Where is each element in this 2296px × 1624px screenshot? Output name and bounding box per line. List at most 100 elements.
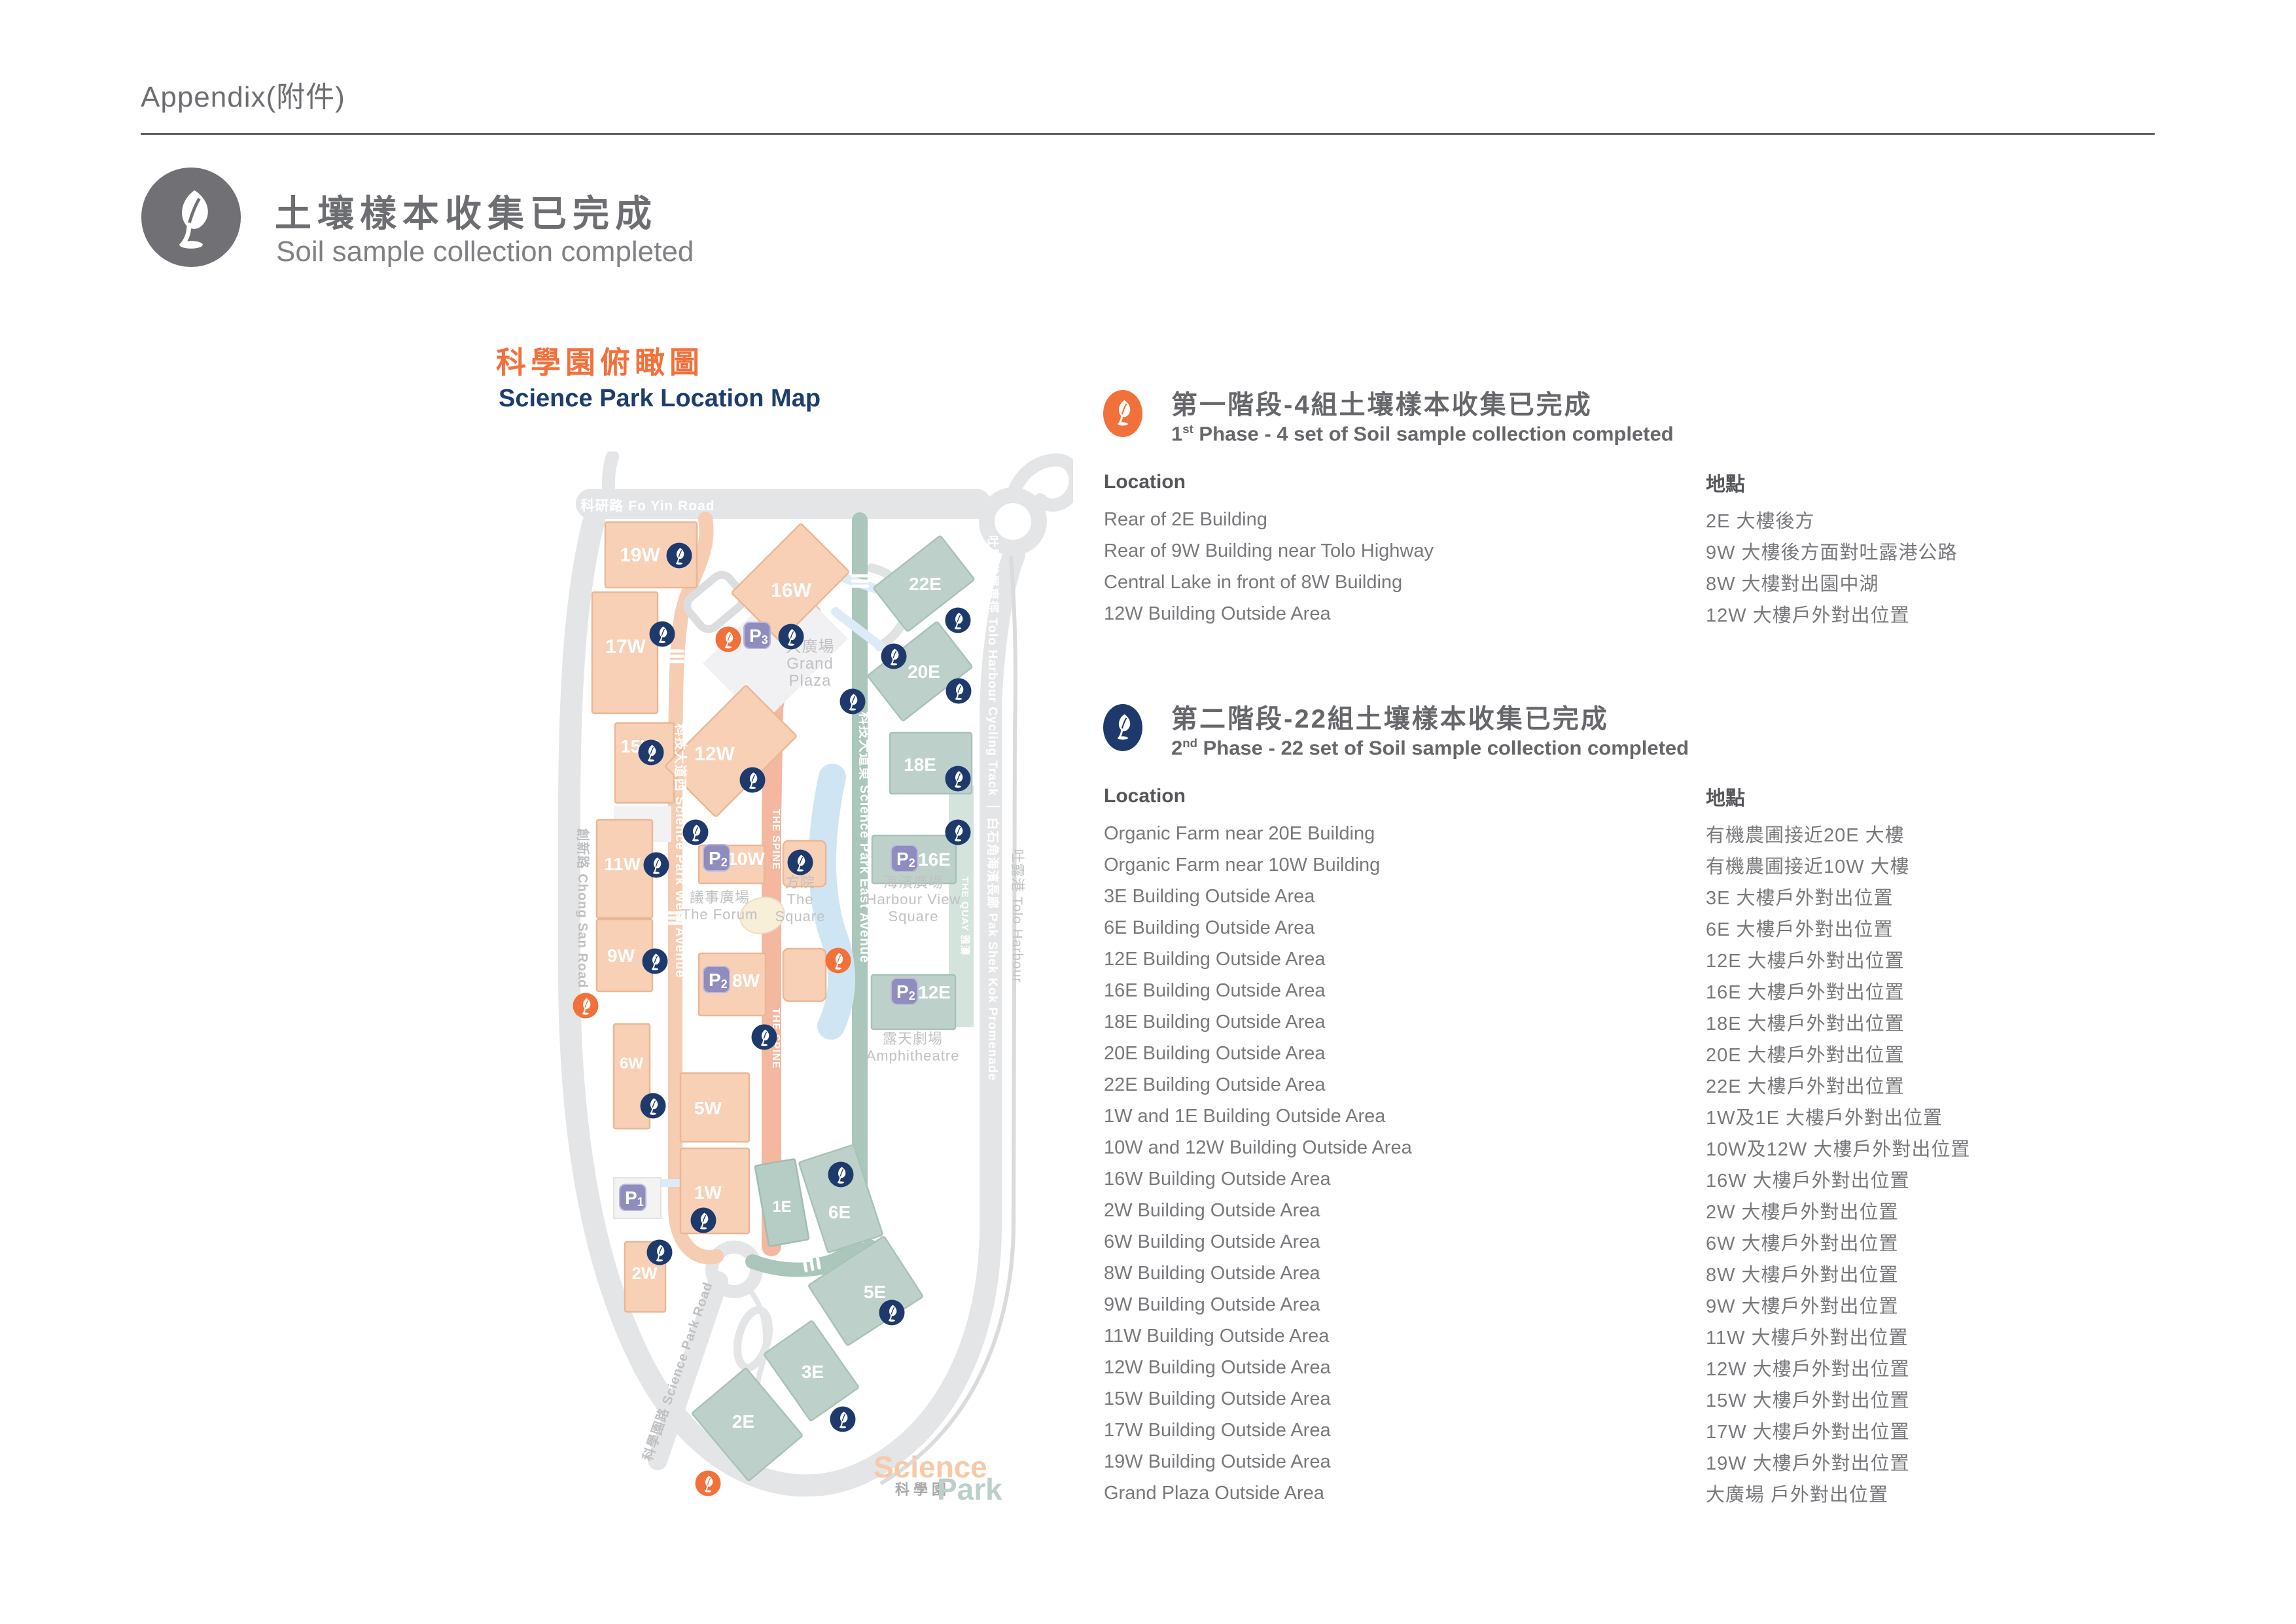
- location-en: 12W Building Outside Area: [1104, 1356, 1331, 1378]
- phase2-soil-pin: [640, 1093, 666, 1119]
- svg-text:P3: P3: [749, 626, 768, 646]
- phase2-soil-pin: [649, 621, 675, 647]
- svg-text:THE QUAY 雅濤: THE QUAY 雅濤: [959, 876, 971, 955]
- building-17w: [591, 591, 659, 715]
- phase2-soil-pin: [945, 766, 971, 792]
- location-zh: 12E 大樓戶外對出位置: [1706, 951, 1905, 972]
- column-header-location: Location: [1104, 471, 1186, 493]
- phase1-soil-pin: [695, 1470, 721, 1496]
- svg-text:科技大道西 Science Park West Avenu: 科技大道西 Science Park West Avenue: [673, 723, 688, 978]
- phase-1-leaf-icon: [1103, 390, 1142, 437]
- phase2-soil-pin: [638, 739, 664, 766]
- column-header-location: Location: [1104, 785, 1186, 807]
- table-row: 8W Building Outside Area 8W 大樓戶外對出位置: [1104, 1258, 2242, 1289]
- location-zh: 19W 大樓戶外對出位置: [1706, 1453, 1910, 1474]
- building-label-11w: 11W: [604, 854, 641, 874]
- svg-text:THE SPINE: THE SPINE: [770, 809, 781, 870]
- phase2-soil-pin: [682, 819, 709, 845]
- location-en: Organic Farm near 20E Building: [1104, 822, 1375, 844]
- science-park-logo: 科學園: [895, 1481, 950, 1498]
- parking-badge-p2: P2: [891, 978, 918, 1005]
- building-label-12e: 12E: [918, 982, 951, 1002]
- location-en: 6E Building Outside Area: [1104, 917, 1315, 938]
- building-label-9w: 9W: [607, 945, 635, 966]
- phase2-soil-pin: [778, 624, 804, 650]
- water-channel: [809, 764, 856, 1040]
- building-16w: [731, 523, 850, 642]
- location-en: 17W Building Outside Area: [1104, 1419, 1331, 1441]
- phase1-soil-pin: [715, 626, 741, 652]
- location-zh: 18E 大樓戶外對出位置: [1706, 1014, 1905, 1034]
- svg-text:P2: P2: [896, 981, 915, 1002]
- phase-2-leaf-icon: [1103, 704, 1142, 751]
- phase2-soil-pin: [881, 643, 907, 669]
- building-label-16e: 16E: [918, 849, 951, 870]
- location-en: 3E Building Outside Area: [1104, 885, 1315, 907]
- map-label-tolo: 吐露港 Tolo Harbour: [1010, 849, 1025, 983]
- road-stub-nw: [601, 451, 619, 510]
- soil-banner-leaf-icon: [141, 167, 241, 268]
- location-en: Organic Farm near 10W Building: [1104, 854, 1381, 875]
- phase2-soil-pin: [945, 607, 971, 633]
- map-title-en: Science Park Location Map: [499, 385, 821, 412]
- building-label-12w: 12W: [694, 743, 735, 765]
- location-zh: 2E 大樓後方: [1706, 511, 1815, 532]
- skybridge-20e: [831, 607, 885, 651]
- location-en: 8W Building Outside Area: [1104, 1262, 1320, 1284]
- location-zh: 15W 大樓戶外對出位置: [1706, 1390, 1910, 1411]
- location-zh: 3E 大樓戶外對出位置: [1706, 888, 1894, 909]
- phase-2-table: Location 地點 Organic Farm near 20E Buildi…: [1104, 781, 2242, 1509]
- location-zh: 11W 大樓戶外對出位置: [1706, 1328, 1909, 1349]
- location-zh: 16E 大樓戶外對出位置: [1706, 982, 1905, 1003]
- parking-badge-p3: P3: [743, 622, 771, 649]
- building-label-5e: 5E: [864, 1282, 886, 1302]
- phase2-soil-pin: [751, 1024, 777, 1050]
- building-label-3e: 3E: [802, 1362, 824, 1382]
- phase-1-title-en: 1st Phase - 4 set of Soil sample collect…: [1171, 422, 1674, 446]
- building-label-5w: 5W: [694, 1098, 722, 1118]
- building-label-2w: 2W: [632, 1263, 658, 1283]
- location-zh: 8W 大樓戶外對出位置: [1706, 1265, 1899, 1286]
- phase2-soil-pin: [830, 1406, 856, 1432]
- location-zh: 20E 大樓戶外對出位置: [1706, 1045, 1905, 1066]
- building-6e: [798, 1144, 883, 1254]
- grand-plaza-area: [702, 578, 849, 724]
- phase1-soil-pin: [573, 993, 599, 1019]
- phase2-soil-pin: [879, 1299, 905, 1326]
- location-en: 1W and 1E Building Outside Area: [1104, 1105, 1386, 1127]
- map-label-east_ave: 科技大道東 Science Park East Avenue: [857, 712, 873, 963]
- phase2-soil-pin: [787, 849, 813, 875]
- road-science-park-road: [648, 1271, 728, 1470]
- map-label-west_ave: 科技大道西 Science Park West Avenue: [673, 723, 688, 978]
- banner-title-zh: 土壤樣本收集已完成: [275, 193, 658, 234]
- phase2-soil-pin: [646, 1239, 673, 1265]
- phase2-soil-pin: [839, 688, 866, 715]
- map-label-spine1: THE SPINE: [770, 809, 781, 870]
- location-en: 16E Building Outside Area: [1104, 980, 1326, 1001]
- table-row: 16E Building Outside Area 16E 大樓戶外對出位置: [1104, 975, 2242, 1006]
- location-zh: 有機農圃接近20E 大樓: [1706, 825, 1905, 846]
- location-en: 10W and 12W Building Outside Area: [1104, 1137, 1412, 1158]
- location-en: Rear of 9W Building near Tolo Highway: [1104, 540, 1434, 561]
- phase2-soil-pin: [642, 948, 668, 974]
- building-5w: [679, 1072, 751, 1143]
- location-en: 20E Building Outside Area: [1104, 1042, 1326, 1064]
- building-label-6w: 6W: [620, 1055, 643, 1072]
- cycling-track-line: [880, 556, 1017, 1485]
